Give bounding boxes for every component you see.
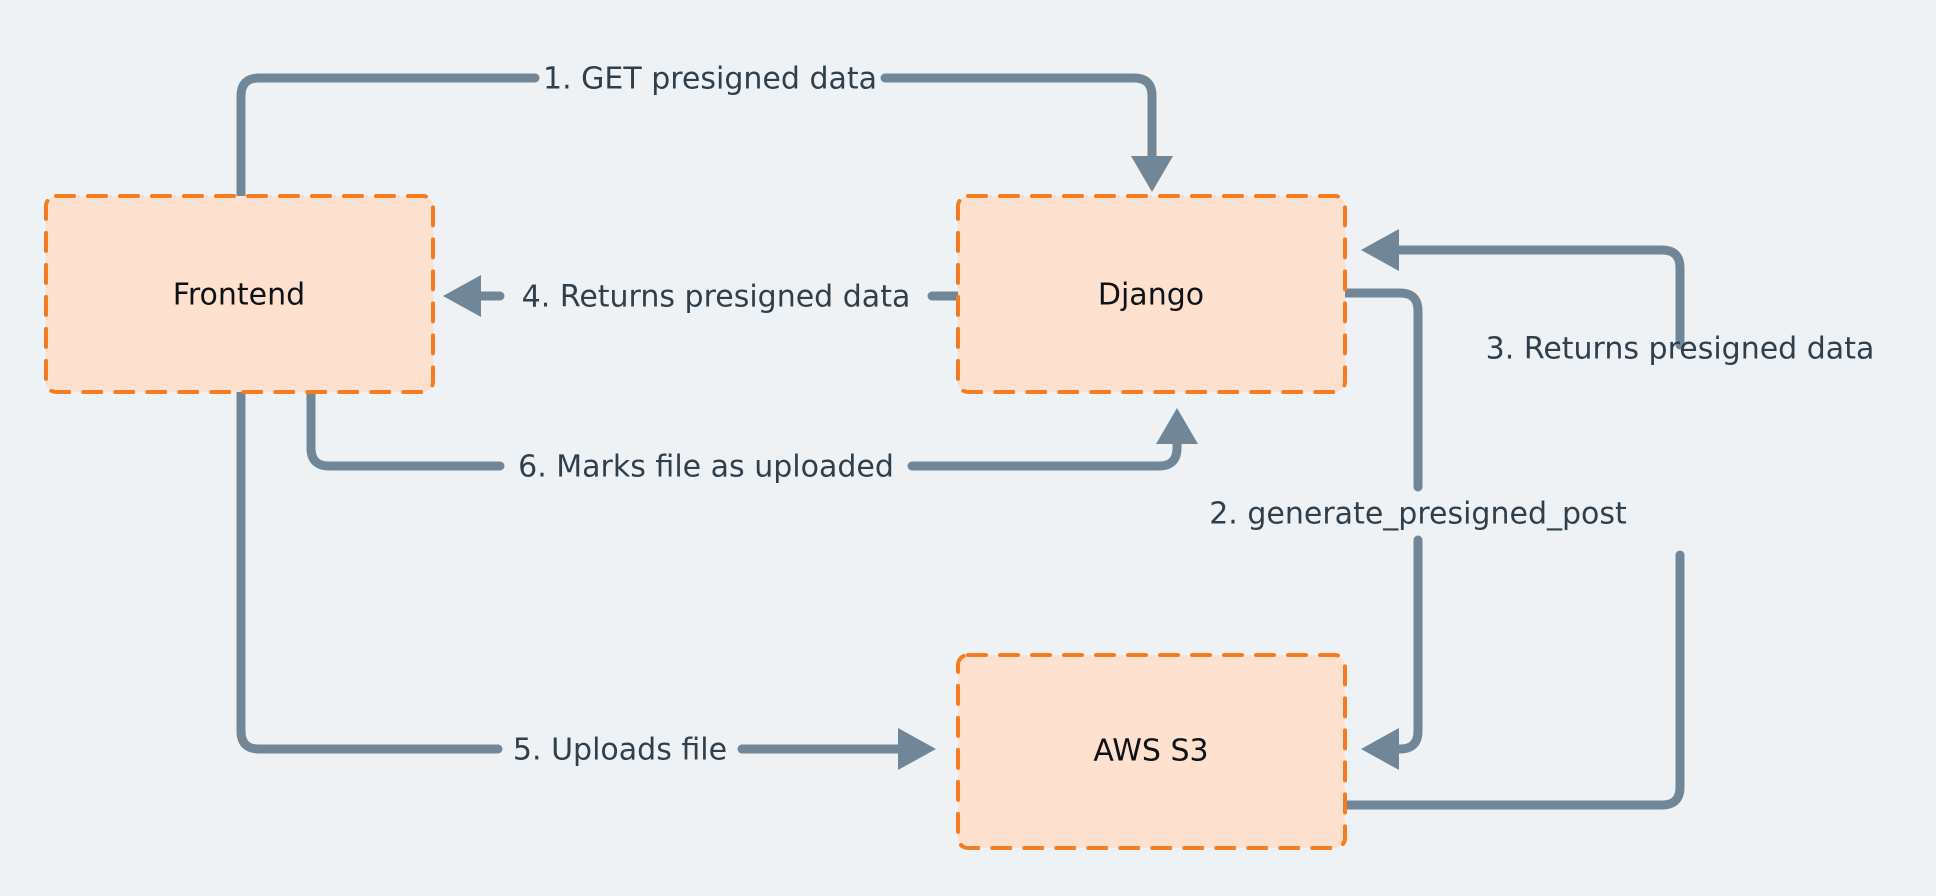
edge-5-label: 5. Uploads file <box>513 733 727 768</box>
edge-4-returns-presigned-data[interactable]: 4. Returns presigned data <box>443 275 963 317</box>
edge-2-path-upper <box>1340 288 1423 492</box>
edge-3-path-lower <box>1340 550 1685 810</box>
edge-3-path-upper <box>1387 245 1685 350</box>
node-aws-s3[interactable]: AWS S3 <box>956 653 1347 850</box>
edge-6-path-left <box>306 387 505 471</box>
edge-6-label: 6. Marks file as uploaded <box>518 450 894 485</box>
edge-6-arrowhead <box>1156 408 1198 444</box>
node-frontend-box <box>44 194 435 394</box>
edge-2-label: 2. generate_presigned_post <box>1209 497 1627 532</box>
edge-6-path-right <box>907 433 1182 471</box>
edge-4-label: 4. Returns presigned data <box>522 280 911 315</box>
edge-3-label: 3. Returns presigned data <box>1486 332 1875 367</box>
edge-2-path-lower <box>1387 535 1423 754</box>
edge-5-path-left <box>236 387 503 754</box>
edge-1-get-presigned-data[interactable]: 1. GET presigned data <box>236 62 1173 201</box>
node-frontend[interactable]: Frontend <box>44 194 435 394</box>
edge-3-returns-presigned-data[interactable]: 3. Returns presigned data <box>1340 229 1875 810</box>
node-django-label: Django <box>1098 278 1204 313</box>
edge-1-label: 1. GET presigned data <box>543 62 877 97</box>
node-frontend-label: Frontend <box>173 278 305 313</box>
edge-2-arrowhead <box>1361 728 1399 770</box>
edge-5-uploads-file[interactable]: 5. Uploads file <box>236 387 936 770</box>
edge-3-arrowhead <box>1361 229 1399 271</box>
edge-4-arrowhead <box>443 275 481 317</box>
node-django[interactable]: Django <box>956 194 1347 394</box>
edge-5-arrowhead <box>898 728 936 770</box>
node-aws-s3-label: AWS S3 <box>1093 734 1208 769</box>
node-aws-s3-box <box>956 653 1347 850</box>
edge-1-arrowhead <box>1131 156 1173 192</box>
edge-1-path-left <box>236 73 540 201</box>
edge-1-path-right <box>880 73 1157 167</box>
edge-6-marks-file-as-uploaded[interactable]: 6. Marks file as uploaded <box>306 387 1198 485</box>
edge-2-generate-presigned-post[interactable]: 2. generate_presigned_post <box>1209 288 1627 770</box>
node-django-box <box>956 194 1347 394</box>
